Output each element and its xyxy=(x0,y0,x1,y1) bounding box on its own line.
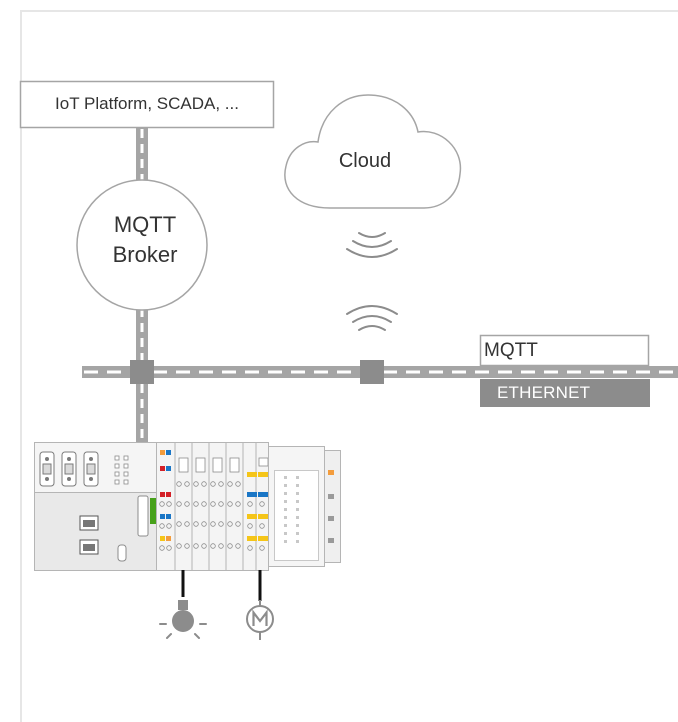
bus-node-wireless xyxy=(360,360,384,384)
wifi-icon xyxy=(346,305,398,331)
frame-left-border xyxy=(20,10,22,722)
wifi-icon xyxy=(346,232,398,258)
broker-label-line2: Broker xyxy=(112,242,178,267)
bus-controller-link xyxy=(136,382,148,446)
cloud-shape xyxy=(284,94,462,209)
platform-label: IoT Platform, SCADA, ... xyxy=(55,94,239,113)
platform-box xyxy=(19,80,275,129)
mqtt-protocol-box xyxy=(479,334,650,367)
platform-broker-link xyxy=(136,127,148,185)
cloud-label: Cloud xyxy=(338,150,392,172)
broker-circle xyxy=(76,179,208,311)
lamp-icon xyxy=(159,600,207,639)
broker-label-line1: MQTT xyxy=(113,212,177,237)
motor-icon xyxy=(246,600,274,640)
mqtt-protocol-label: MQTT xyxy=(484,340,538,361)
bus-node-broker xyxy=(130,360,154,384)
broker-label: MQTT Broker xyxy=(78,210,212,270)
ethernet-transport-label: ETHERNET xyxy=(497,383,591,402)
ethernet-transport-box xyxy=(480,379,650,407)
frame-top-border xyxy=(20,10,678,12)
plc-controller-icon xyxy=(34,442,341,571)
broker-bus-link xyxy=(136,306,148,362)
